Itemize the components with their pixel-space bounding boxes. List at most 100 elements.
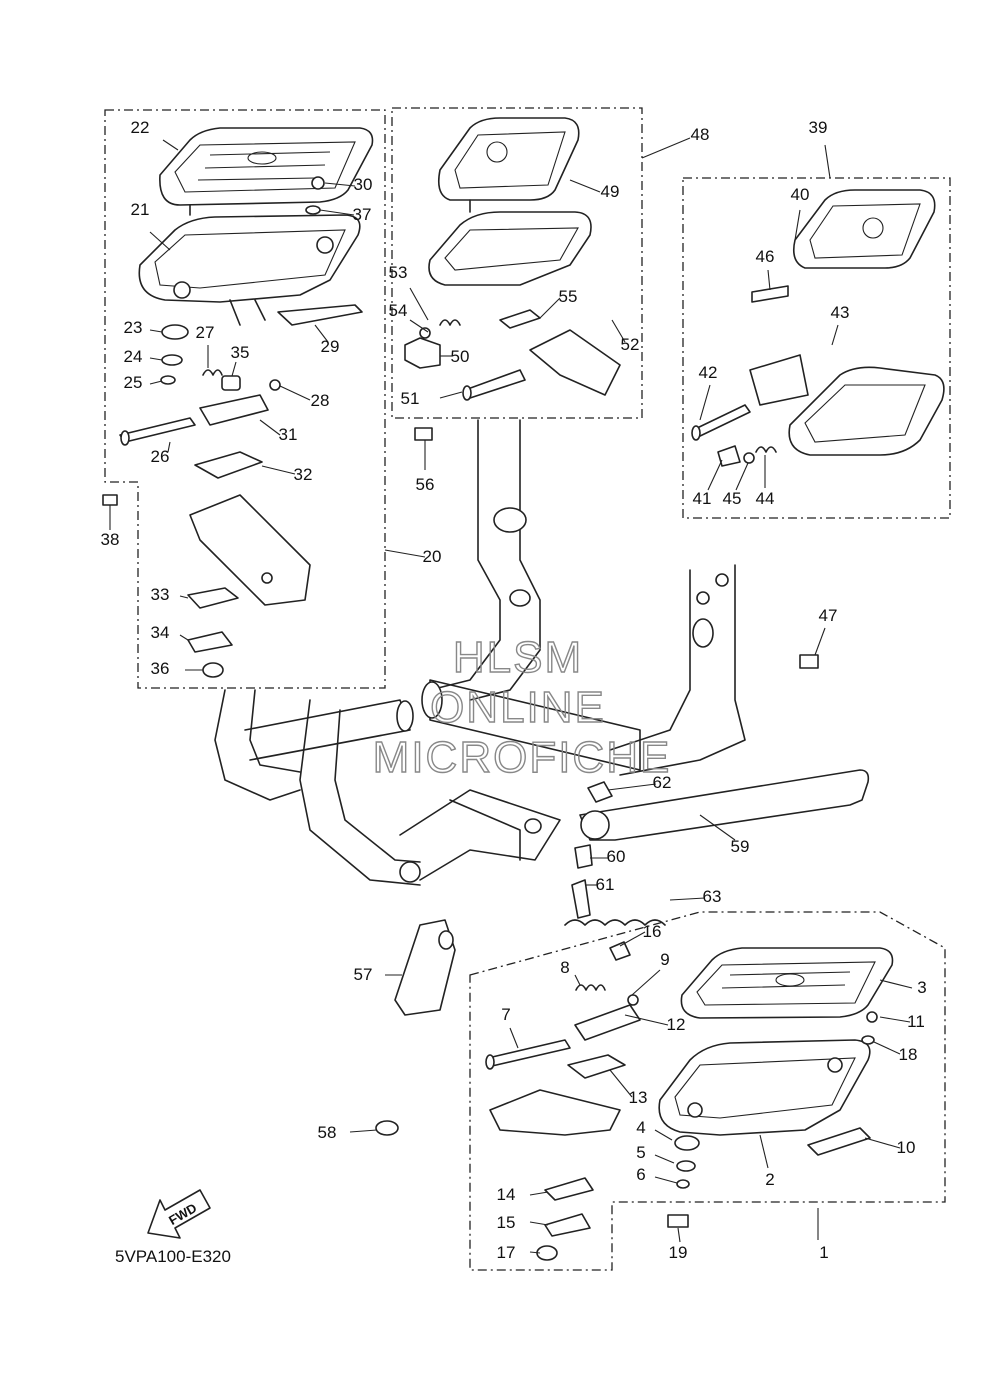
leader-line-23 — [149, 329, 163, 333]
callout-31: 31 — [279, 425, 298, 444]
group-box-1 — [469, 911, 946, 1271]
watermark-line-3: MICROFICHE — [373, 733, 672, 782]
callout-26: 26 — [151, 447, 170, 466]
leader-line-46 — [767, 269, 771, 291]
callout-41: 41 — [693, 489, 712, 508]
callout-2: 2 — [765, 1170, 774, 1189]
group-box-20 — [104, 109, 386, 689]
callout-4: 4 — [636, 1118, 645, 1137]
group-box-48 — [391, 107, 643, 419]
footboard-2 — [658, 1039, 871, 1136]
callout-23: 23 — [124, 318, 143, 337]
sidestand-59 — [564, 769, 870, 926]
callout-16: 16 — [643, 922, 662, 941]
leader-line-58 — [349, 1129, 378, 1133]
watermark-line-2: ONLINE — [430, 683, 606, 732]
footpeg-base-39 — [691, 285, 945, 669]
bracket-57 — [394, 919, 456, 1016]
callout-47: 47 — [819, 606, 838, 625]
leader-line-13 — [609, 1069, 633, 1098]
callout-28: 28 — [311, 391, 330, 410]
leader-line-14 — [529, 1191, 549, 1196]
leader-line-25 — [149, 380, 163, 385]
callout-20: 20 — [423, 547, 442, 566]
callout-15: 15 — [497, 1213, 516, 1232]
fwd-arrow-icon: FWD — [147, 1189, 211, 1239]
callout-56: 56 — [416, 475, 435, 494]
callout-33: 33 — [151, 585, 170, 604]
leader-line-40 — [794, 209, 801, 241]
leader-line-9 — [631, 969, 661, 996]
leader-line-4 — [654, 1129, 673, 1141]
leader-line-3 — [879, 979, 913, 989]
leader-line-52 — [611, 319, 626, 343]
footboard-mat-3 — [680, 947, 894, 1019]
callout-50: 50 — [451, 347, 470, 366]
leader-line-42 — [699, 384, 711, 421]
callout-59: 59 — [731, 837, 750, 856]
leader-line-11 — [879, 1016, 911, 1023]
leader-line-7 — [509, 1027, 519, 1049]
callout-48: 48 — [691, 125, 710, 144]
leader-line-31 — [259, 419, 281, 436]
callout-5: 5 — [636, 1143, 645, 1162]
callout-53: 53 — [389, 263, 408, 282]
callout-18: 18 — [899, 1045, 918, 1064]
leader-line-33 — [179, 595, 189, 599]
leader-line-30 — [324, 182, 356, 187]
leader-line-62 — [607, 783, 657, 791]
leader-line-55 — [539, 297, 561, 319]
callout-12: 12 — [667, 1015, 686, 1034]
bracket-29 — [277, 304, 363, 326]
group-box-39 — [682, 177, 951, 519]
small-parts-20 — [102, 176, 325, 678]
leader-line-10 — [864, 1137, 901, 1149]
callout-29: 29 — [321, 337, 340, 356]
leader-line-8 — [574, 974, 581, 986]
leader-line-47 — [814, 627, 826, 656]
watermark: HLSM ONLINE MICROFICHE — [372, 632, 672, 782]
leader-line-12 — [624, 1014, 669, 1026]
callout-37: 37 — [353, 205, 372, 224]
callout-49: 49 — [601, 182, 620, 201]
leader-line-16 — [619, 931, 646, 947]
leader-line-34 — [179, 634, 189, 641]
callout-39: 39 — [809, 118, 828, 137]
leader-line-41 — [707, 459, 723, 491]
stand-frame — [214, 419, 746, 886]
callout-38: 38 — [101, 530, 120, 549]
callout-14: 14 — [497, 1185, 516, 1204]
callout-10: 10 — [897, 1138, 916, 1157]
callout-60: 60 — [607, 847, 626, 866]
callout-62: 62 — [653, 773, 672, 792]
leader-line-15 — [529, 1221, 549, 1226]
callout-32: 32 — [294, 465, 313, 484]
leader-line-59 — [699, 814, 736, 841]
leader-line-53 — [409, 287, 429, 321]
callout-30: 30 — [354, 175, 373, 194]
leader-line-20 — [384, 549, 426, 558]
leader-line-22 — [162, 139, 179, 151]
leader-line-2 — [759, 1134, 769, 1169]
callout-22: 22 — [131, 118, 150, 137]
callout-61: 61 — [596, 875, 615, 894]
callout-35: 35 — [231, 343, 250, 362]
callout-51: 51 — [401, 389, 420, 408]
callout-9: 9 — [660, 950, 669, 969]
watermark-line-1: HLSM — [453, 633, 583, 682]
leader-line-32 — [261, 465, 296, 475]
callout-58: 58 — [318, 1123, 337, 1142]
leader-line-18 — [873, 1041, 901, 1055]
callout-1: 1 — [819, 1243, 828, 1262]
footpeg-pad-49 — [437, 117, 580, 213]
callout-34: 34 — [151, 623, 170, 642]
callout-46: 46 — [756, 247, 775, 266]
leader-line-43 — [831, 324, 839, 346]
callout-40: 40 — [791, 185, 810, 204]
callout-63: 63 — [703, 887, 722, 906]
callout-43: 43 — [831, 303, 850, 322]
callout-57: 57 — [354, 965, 373, 984]
callout-13: 13 — [629, 1088, 648, 1107]
